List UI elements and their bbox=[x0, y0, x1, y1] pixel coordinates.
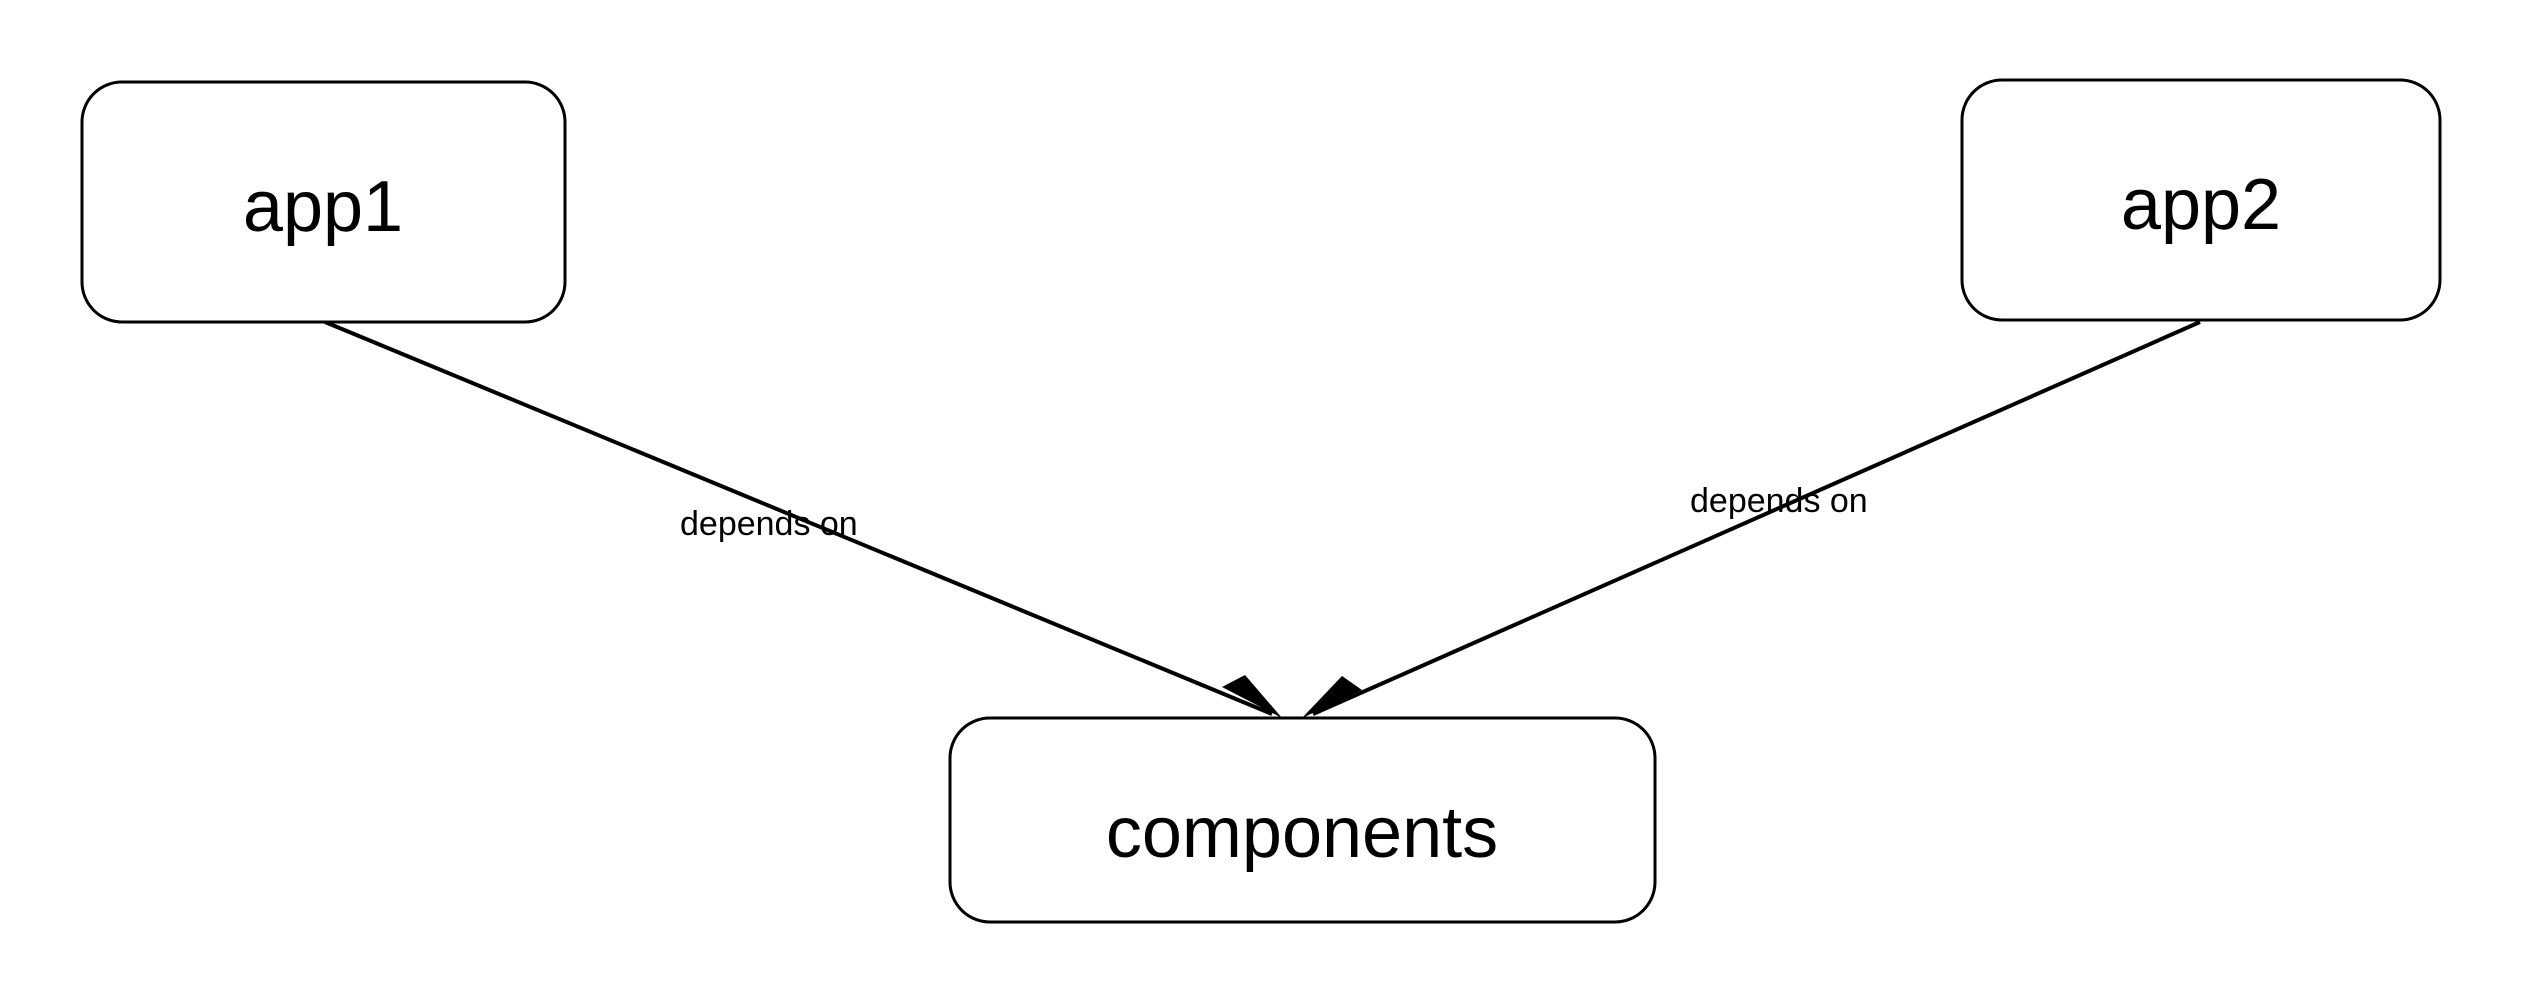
node-layer: app1 app2 components bbox=[80, 78, 2442, 924]
edge-app2-to-components[interactable]: depends on bbox=[1302, 320, 2201, 718]
node-label-components: components bbox=[1106, 793, 1498, 873]
node-app1[interactable]: app1 bbox=[80, 80, 567, 324]
node-shape-app2[interactable] bbox=[1960, 78, 2442, 322]
edge-app1-to-components[interactable]: depends on bbox=[324, 320, 1282, 718]
node-shape-components[interactable] bbox=[948, 716, 1657, 924]
node-shape-app1[interactable] bbox=[80, 80, 567, 324]
edge-label-app1-to-components: depends on bbox=[680, 505, 858, 543]
node-app2[interactable]: app2 bbox=[1960, 78, 2442, 322]
edge-layer: depends on depends on bbox=[324, 320, 2201, 718]
node-label-app2: app2 bbox=[2121, 165, 2281, 245]
edge-label-app2-to-components: depends on bbox=[1690, 482, 1868, 520]
arrowhead-icon-app1-to-components bbox=[1222, 675, 1282, 718]
node-label-app1: app1 bbox=[243, 167, 403, 247]
node-components[interactable]: components bbox=[948, 716, 1657, 924]
arrowhead-icon-app2-to-components bbox=[1302, 676, 1362, 718]
edge-line-app2-to-components bbox=[1312, 320, 2201, 716]
edge-line-app1-to-components bbox=[324, 320, 1273, 716]
